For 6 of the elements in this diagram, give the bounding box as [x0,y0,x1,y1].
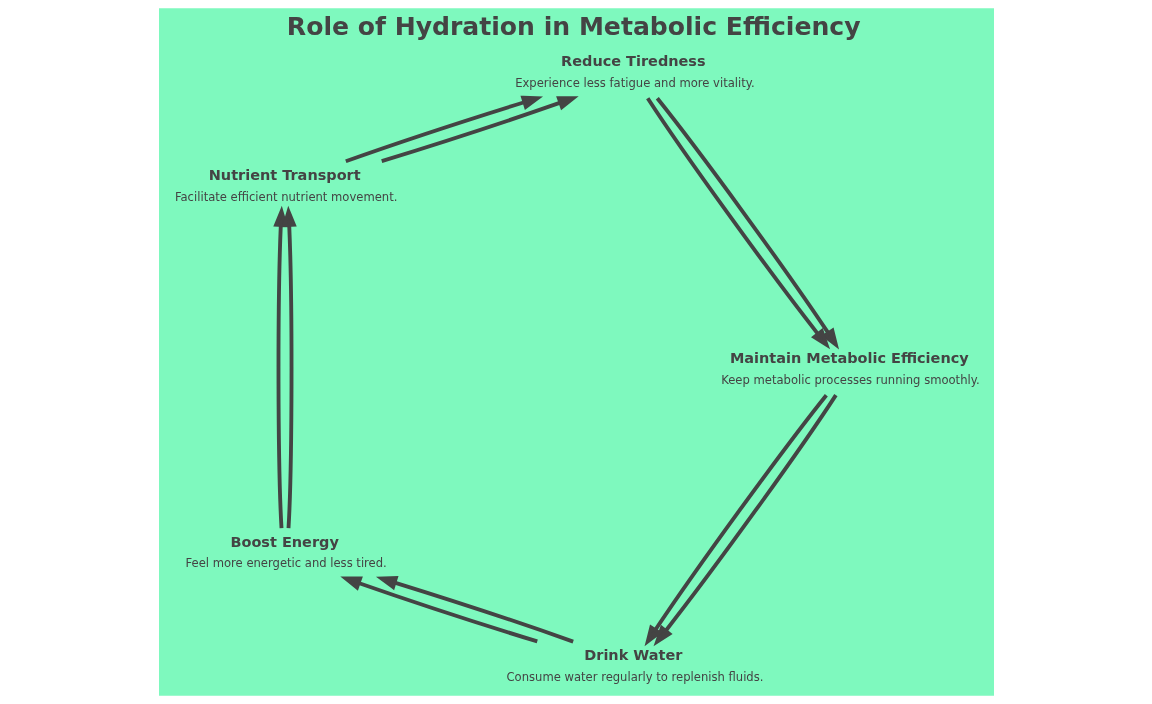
node-text: Reduce Tiredness Experience less fatigue and more vitality. [514,53,755,91]
node-text: Maintain Metabolic Efficiency Keep metabolic processes running smoothly. [720,350,980,387]
node-text: Nutrient Transport Facilitate efficient nutrient movement. [174,166,397,204]
diagram-title: Role of Hydration in Metabolic Efficiency [286,12,861,42]
node-text: Drink Water Consume water regularly to replenish fluids. [506,646,763,684]
node-text: Boost Energy Feel more energetic and less tired. [185,533,387,571]
